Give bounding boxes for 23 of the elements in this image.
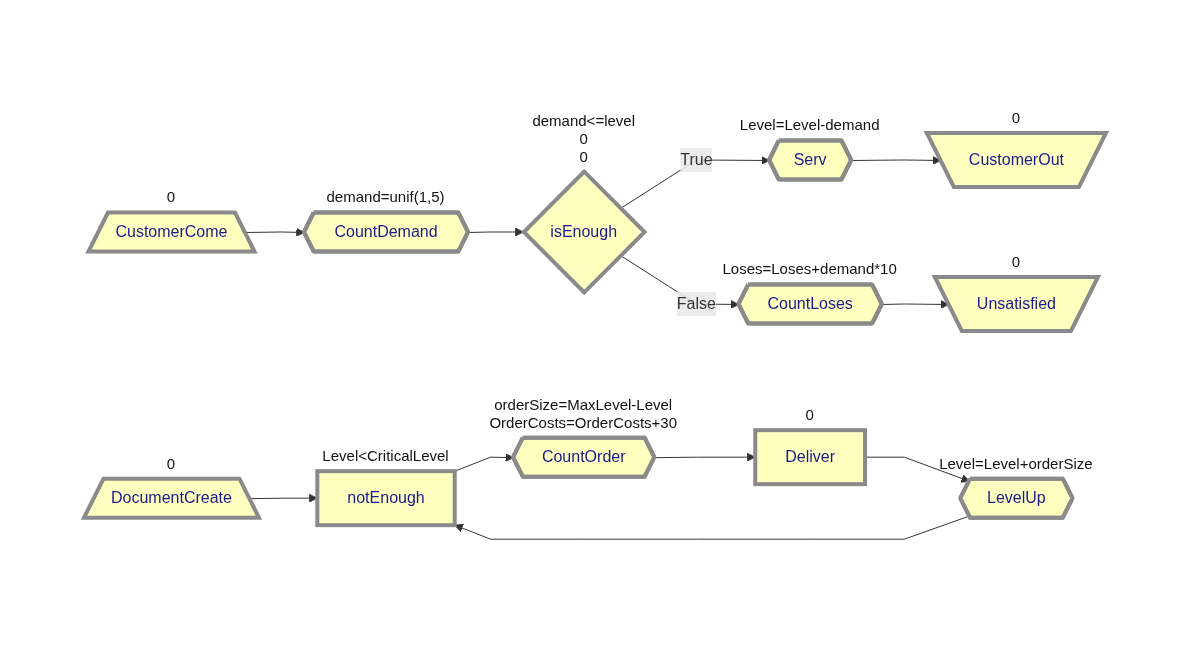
expression-label: Loses=Loses+demand*10 [722,260,897,279]
expression-label: Level=Level-demand [739,116,880,135]
node-box: notEnough [314,469,457,528]
expression-label: Level=Level+orderSize [939,454,1093,473]
counter-label: 0 [579,129,588,148]
counter-label: 0 [1011,252,1021,271]
expression-label: demand=unif(1,5) [326,188,445,207]
edge-label: False [676,294,716,312]
counter-label: 0 [166,188,176,207]
node-diamond: isEnough [520,168,647,296]
counter-label: 0 [579,147,588,166]
expression-label: OrderCosts=OrderCosts+30 [489,413,677,432]
arrow [467,227,524,237]
expression-label: orderSize=MaxLevel-Level [494,395,673,414]
arrow [881,299,949,309]
expression-label: Level<CriticalLevel [322,447,449,466]
counter-label: 0 [1011,108,1021,127]
edge-label: True [679,150,713,168]
node-box: Deliver [752,428,867,487]
arrow [850,155,941,165]
expression-label: demand<=level [532,111,635,130]
counter-label: 0 [805,406,814,425]
counter-label: 0 [166,454,176,473]
